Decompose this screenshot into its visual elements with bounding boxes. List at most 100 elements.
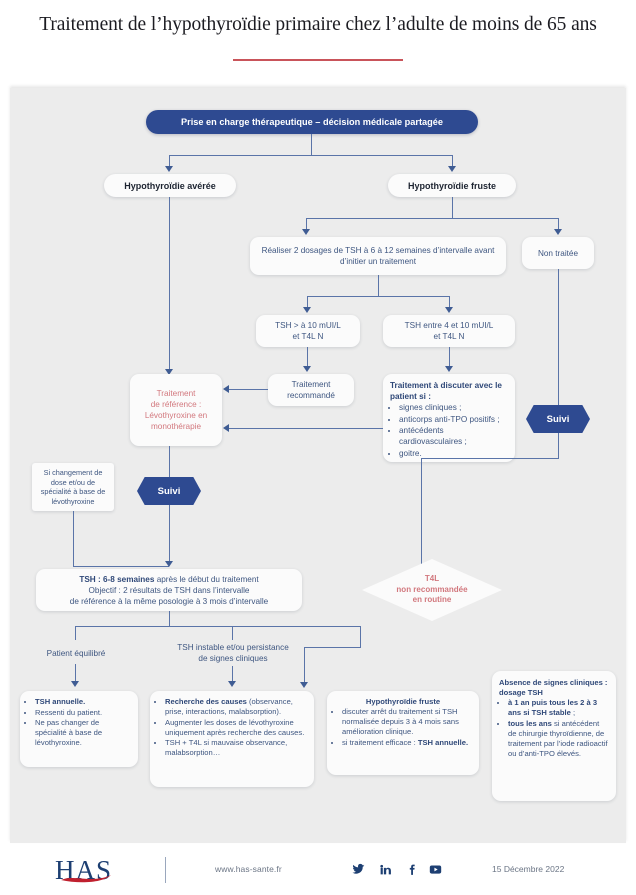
connector-banner-down (311, 134, 313, 156)
connector-suivi-right-elbow (421, 458, 559, 460)
connector-to-tsh-mid (449, 296, 451, 308)
connector-dosage-down (378, 275, 380, 297)
linkedin-icon[interactable] (379, 863, 392, 876)
connector-monitor-split (75, 626, 360, 628)
list-item: tous les ans si antécédent de chirurgie … (508, 719, 609, 759)
t4l-line3: en routine (412, 595, 452, 605)
fruste-out-title-text: Hypothyroïdie fruste (365, 697, 441, 706)
node-tsh-monitoring: TSH : 6-8 semaines après le début du tra… (36, 569, 302, 611)
connector-to-non-traitee (558, 218, 560, 230)
arrow-recommande-to-reference (223, 385, 229, 393)
arrow-to-tsh-high (303, 307, 311, 313)
outcome-box-tsh-instable: Recherche des causes (observance, prise,… (150, 691, 314, 787)
equilibre-list: TSH annuelle. Ressenti du patient. Ne pa… (26, 697, 132, 749)
list-item: Recherche des causes (observance, prise,… (165, 697, 308, 717)
arrow-to-non-traitee (554, 229, 562, 235)
twitter-icon[interactable] (352, 863, 365, 876)
flow-banner-prise-en-charge: Prise en charge thérapeutique – décision… (146, 110, 478, 134)
footer-url[interactable]: www.has-sante.fr (215, 864, 282, 874)
list-item: Augmenter les doses de lévothyroxine uni… (165, 718, 308, 738)
item-rest: ; (570, 708, 576, 717)
outcome-box-hypothyroidie-fruste: Hypothyroïdie fruste discuter arrêt du t… (327, 691, 479, 775)
arrow-to-tsh-mid (445, 307, 453, 313)
node-hypothyroidie-averee: Hypothyroïdie avérée (104, 174, 236, 197)
connector-changement-down (73, 511, 75, 567)
discuter-title: Traitement à discuter avec le patient si… (390, 381, 502, 401)
tsh-monitor-line1: TSH : 6-8 semaines après le début du tra… (79, 574, 258, 585)
arrow-to-fruste-out-box (300, 682, 308, 688)
discuter-item: anticorps anti-TPO positifs ; (399, 414, 508, 425)
connector-banner-split (169, 155, 453, 157)
node-si-changement: Si changement de dose et/ou de spécialit… (32, 463, 114, 511)
has-logo-swoosh-icon (61, 875, 111, 883)
item-bold: TSH annuelle. (35, 697, 86, 706)
discuter-item: goitre. (399, 448, 508, 459)
connector-to-dosage (306, 218, 308, 230)
connector-fruste-down (452, 197, 454, 219)
title-underline-rule (233, 59, 403, 61)
arrow-instable-down (228, 681, 236, 687)
label-tsh-instable: TSH instable et/ou persistance de signes… (165, 642, 301, 664)
list-item: TSH + T4L si mauvaise observance, malabs… (165, 738, 308, 758)
list-item: Ressenti du patient. (35, 708, 132, 718)
instable-list: Recherche des causes (observance, prise,… (156, 697, 308, 759)
node-traitement-de-reference: Traitement de référence : Lévothyroxine … (130, 374, 222, 446)
arrow-suivi-left-down (165, 561, 173, 567)
tsh-sup-10-line2: et T4L N (292, 332, 324, 341)
arrow-averee-to-reference (165, 369, 173, 375)
connector-equilibre-down (75, 664, 77, 682)
connector-reference-to-suivi (169, 446, 171, 478)
discuter-item: antécédents cardiovasculaires ; (399, 425, 508, 447)
badge-suivi-right: Suivi (526, 405, 590, 433)
t4l-line2: non recommandée (396, 584, 468, 594)
node-non-traitee: Non traitée (522, 237, 594, 269)
tsh-entre-line1: TSH entre 4 et 10 mUI/L (404, 321, 494, 330)
node-realiser-dosages: Réaliser 2 dosages de TSH à 6 à 12 semai… (250, 237, 506, 275)
list-item: à 1 an puis tous les 2 à 3 ans si TSH st… (508, 698, 609, 718)
fruste-out-list: discuter arrêt du traitement si TSH norm… (333, 707, 473, 748)
connector-discuter-to-reference (229, 428, 383, 430)
reference-line4: monothérapie (150, 422, 202, 431)
traitement-recommande-line2: recommandé (287, 391, 335, 400)
arrow-discuter-to-reference (223, 424, 229, 432)
tsh-monitor-line3: de référence à la même posologie à 3 moi… (69, 596, 269, 606)
node-tsh-entre-4-10: TSH entre 4 et 10 mUI/L et T4L N (383, 315, 515, 347)
connector-tsh-high-down (307, 347, 309, 367)
node-traitement-a-discuter: Traitement à discuter avec le patient si… (383, 374, 515, 462)
footer-date: 15 Décembre 2022 (492, 864, 565, 874)
arrow-equilibre-down (71, 681, 79, 687)
connector-to-fruste-out (360, 626, 362, 648)
tsh-monitor-bold: TSH : 6-8 semaines (79, 574, 155, 584)
label-tsh-instable-line1: TSH instable et/ou persistance (177, 643, 289, 652)
connector-monitor-down (169, 611, 171, 627)
connector-to-tsh-high (307, 296, 309, 308)
connector-fruste-split (306, 218, 558, 220)
absence-title: Absence de signes cliniques : dosage TSH (499, 678, 608, 697)
item-rest: si antécédent de chirurgie thyroïdienne,… (508, 718, 608, 758)
tsh-entre-line2: et T4L N (433, 332, 465, 341)
footer-divider (165, 857, 166, 883)
t4l-line1: T4L (424, 574, 440, 584)
page-header: Traitement de l’hypothyroïdie primaire c… (0, 0, 636, 78)
item-bold: à 1 an puis tous les 2 à 3 ans si TSH st… (508, 698, 598, 717)
connector-suivi-left-down (169, 505, 171, 562)
item-bold-tail: TSH annuelle. (417, 737, 469, 747)
outcome-box-patient-equilibre: TSH annuelle. Ressenti du patient. Ne pa… (20, 691, 138, 767)
page-footer: HAS www.has-sante.fr 15 Décembre 2022 (0, 845, 636, 895)
page-title: Traitement de l’hypothyroïdie primaire c… (39, 14, 597, 35)
connector-dosage-split (307, 296, 450, 298)
connector-non-traitee-to-suivi (558, 269, 560, 419)
item-rest: (observance, prise, interactions, malabs… (165, 697, 293, 716)
facebook-icon[interactable] (406, 863, 419, 876)
connector-recommande-to-reference (229, 389, 268, 391)
youtube-icon[interactable] (429, 863, 442, 876)
node-traitement-recommande: Traitement recommandé (268, 374, 354, 406)
connector-fruste-out-long (304, 647, 306, 683)
reference-line1: Traitement (156, 389, 196, 398)
arrow-tsh-mid-down (445, 366, 453, 372)
node-hypothyroidie-fruste: Hypothyroïdie fruste (388, 174, 516, 197)
item-rest: si traitement efficace : (342, 737, 418, 747)
item-bold: Recherche des causes (165, 697, 247, 706)
connector-suivi-right-long (421, 458, 423, 608)
traitement-recommande-line1: Traitement (291, 380, 331, 389)
